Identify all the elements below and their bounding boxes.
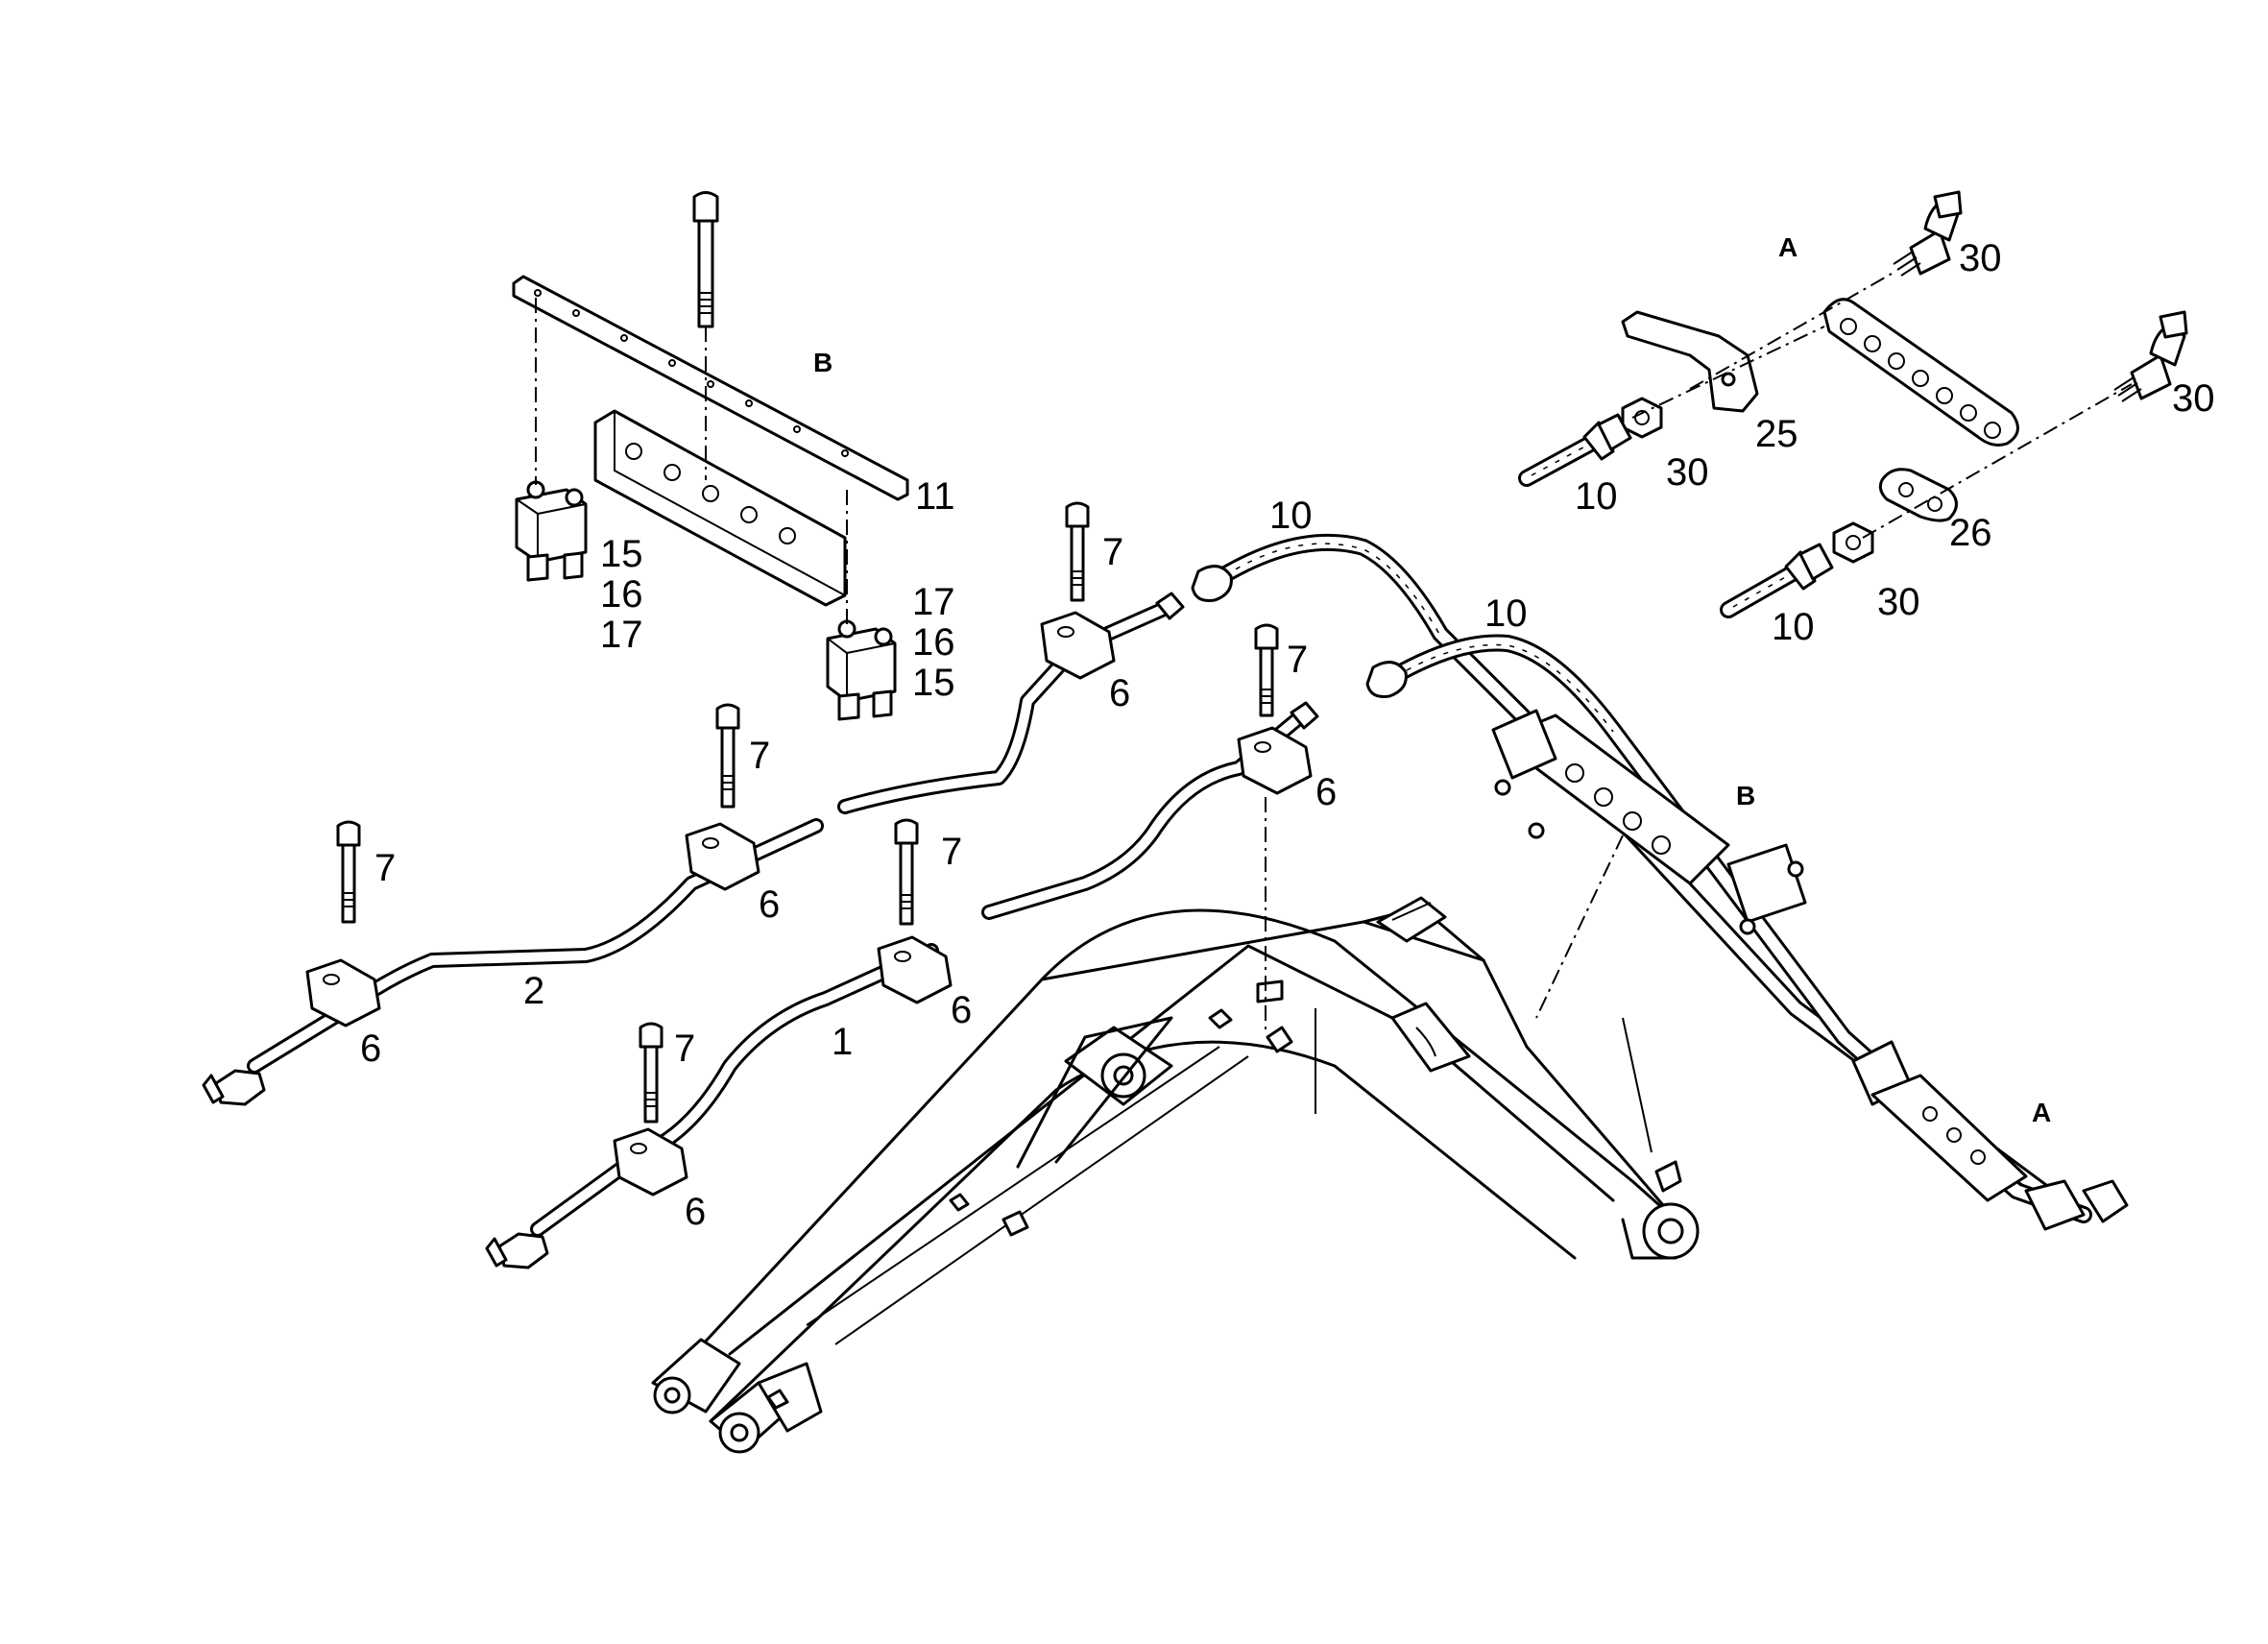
detail-ref-b-top: B [813, 348, 832, 377]
callout-25: 25 [1755, 413, 1798, 455]
pipe-fittings [202, 565, 1408, 1269]
callout-7a: 7 [1102, 531, 1123, 573]
callout-30b: 30 [2172, 377, 2215, 420]
clamp-6-f [1237, 623, 1313, 795]
callout-7f: 7 [674, 1028, 695, 1070]
detail-a [1518, 190, 2188, 618]
callout-30a: 30 [1959, 237, 2002, 279]
clamp-6-b [685, 703, 760, 891]
callout-16b: 16 [912, 621, 955, 664]
callout-1: 1 [832, 1021, 853, 1063]
callout-10a: 10 [1575, 475, 1618, 518]
callout-15b: 15 [912, 662, 955, 704]
callout-6f: 6 [685, 1191, 706, 1233]
callout-2: 2 [523, 970, 544, 1012]
callout-labels: 30 30 25 30 10 26 30 10 11 15 16 17 17 1… [360, 232, 2215, 1233]
callout-7e: 7 [941, 831, 962, 873]
callout-6e: 6 [951, 989, 972, 1031]
detail-ref-a-top: A [1778, 232, 1798, 262]
callout-10b: 10 [1772, 606, 1815, 648]
callout-11: 11 [915, 475, 955, 518]
callout-7d: 7 [374, 847, 396, 889]
detail-ref-a-boom: A [2032, 1098, 2051, 1127]
callout-6a: 6 [1109, 672, 1130, 714]
clamp-6-c [1040, 501, 1116, 680]
clamp-6-d [613, 1022, 688, 1197]
callout-6d: 6 [360, 1028, 381, 1070]
callout-10d: 10 [1484, 592, 1528, 635]
boom-nose-clamp-a [1870, 1074, 2028, 1202]
callout-30c: 30 [1666, 451, 1709, 494]
callout-7b: 7 [1287, 639, 1308, 681]
callout-30d: 30 [1877, 581, 1920, 623]
callout-16a: 16 [600, 573, 643, 616]
boom-hose-clamp-b [1491, 709, 1807, 935]
callout-17b: 17 [912, 581, 955, 623]
callout-7c: 7 [749, 735, 770, 777]
hose-10-lower [1384, 634, 2092, 1223]
callout-17a: 17 [600, 614, 643, 656]
callout-15a: 15 [600, 533, 643, 575]
clamp-6-a [305, 820, 381, 1028]
boom-nose-fittings [1851, 1040, 2129, 1231]
leader-b-boom [1535, 834, 1624, 1019]
detail-b [512, 191, 909, 721]
callout-6b: 6 [1315, 771, 1337, 813]
callout-10c: 10 [1269, 495, 1313, 537]
detail-ref-b-boom: B [1736, 781, 1755, 810]
callout-6c: 6 [759, 883, 780, 926]
excavator-boom [651, 896, 1700, 1454]
clamp-6-e [877, 818, 953, 1004]
callout-26: 26 [1949, 512, 1992, 554]
hose-10-upper [1201, 533, 2063, 1209]
